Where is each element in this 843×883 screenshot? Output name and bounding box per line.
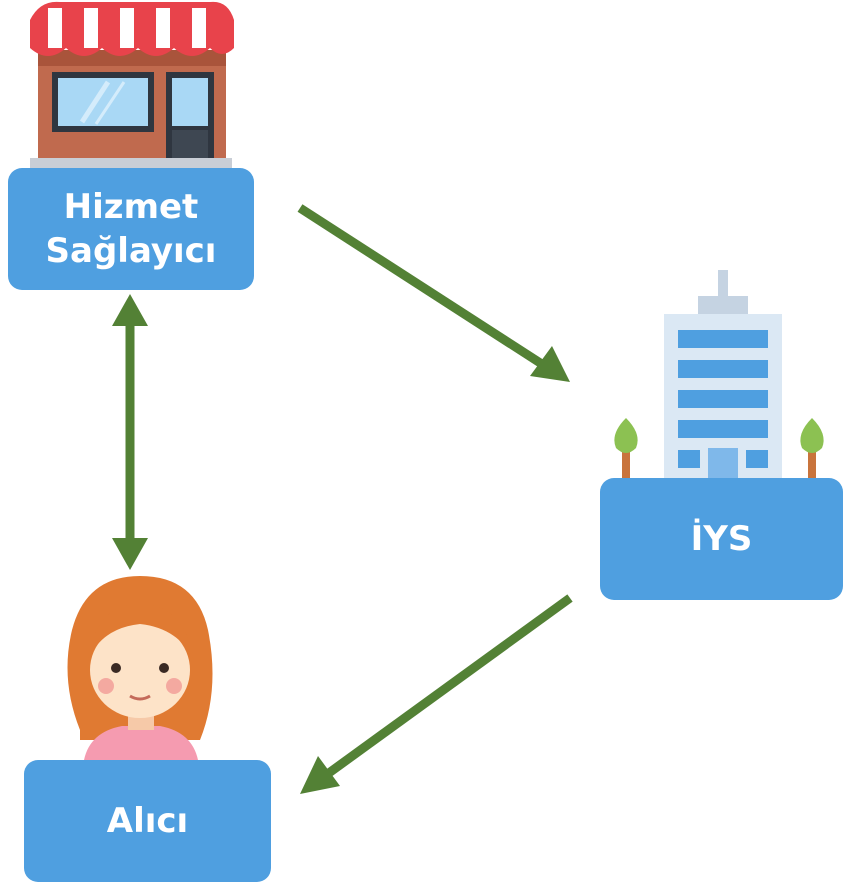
node-recipient-label: Alıcı — [106, 800, 189, 841]
arrowhead-iys-to-recipient — [300, 756, 340, 794]
arrowhead-up — [112, 294, 148, 326]
node-iys-label: İYS — [690, 518, 753, 559]
arrowhead-provider-to-iys — [530, 346, 570, 382]
node-hizmet-saglayici: Hizmet Sağlayıcı — [8, 168, 254, 290]
arrow-iys-to-recipient — [319, 594, 573, 782]
arrow-provider-to-iys — [297, 204, 551, 372]
node-provider-label-line2: Sağlayıcı — [45, 231, 217, 271]
node-alici: Alıcı — [24, 760, 271, 882]
node-provider-label-line1: Hizmet — [63, 186, 199, 227]
arrowhead-down — [112, 538, 148, 570]
node-iys: İYS — [600, 478, 843, 600]
